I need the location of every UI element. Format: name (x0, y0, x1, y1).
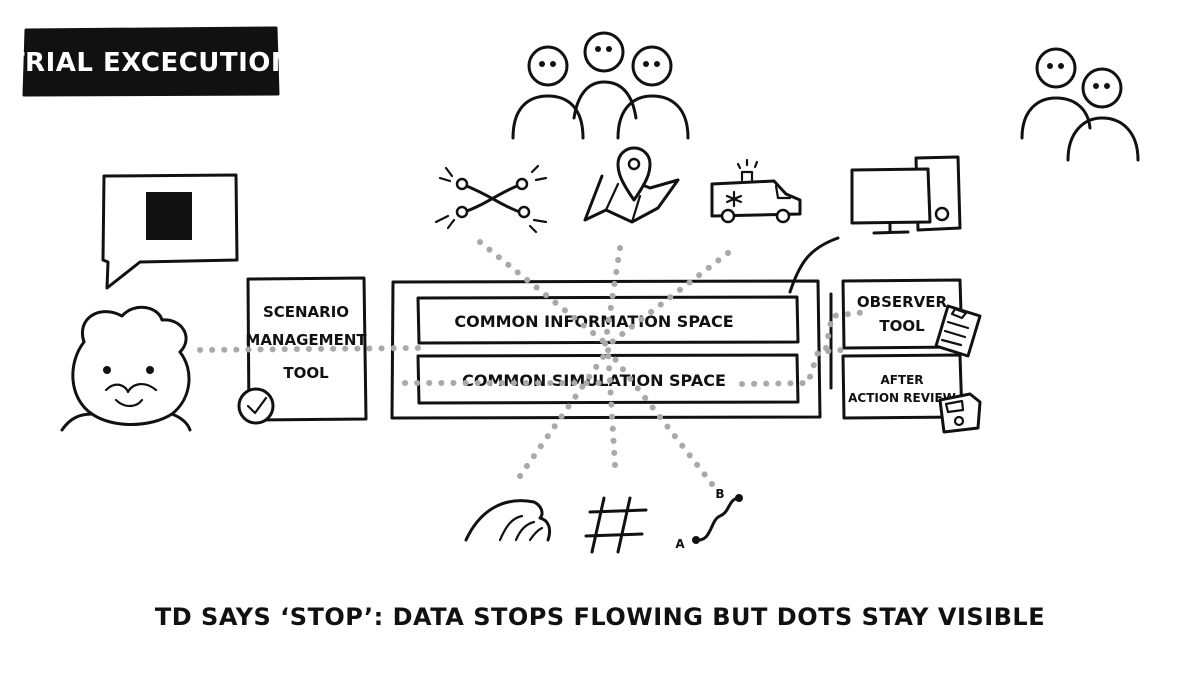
common-simulation-space-box (416, 353, 800, 405)
route-icon: A B (675, 487, 743, 551)
common-information-space-label: COMMON INFORMATION SPACE (454, 312, 733, 331)
dots-wave-to-center (517, 347, 611, 479)
dots-map-to-center (602, 245, 623, 348)
outer-spaces-box (390, 279, 822, 420)
stop-square-icon (146, 192, 192, 240)
people-pair-icon (1020, 47, 1140, 162)
dots-route-to-center (605, 347, 715, 487)
observer-tool-label-2: TOOL (879, 317, 925, 335)
dots-observer-inner (823, 309, 869, 351)
title-badge: TRIAL EXCECUTION (7, 26, 293, 97)
data-flow-dots (197, 239, 869, 487)
clock-icon (237, 387, 275, 425)
wave-icon (464, 499, 552, 542)
scenario-management-label-2: MANAGEMENT (245, 331, 367, 349)
speech-bubble-icon (101, 173, 239, 290)
person-avatar-icon (60, 305, 192, 432)
observer-tool-label-1: OBSERVER (857, 293, 948, 311)
monitor-icon (850, 155, 962, 235)
scenario-management-label-1: SCENARIO (263, 303, 349, 321)
dots-ambulance-to-center (605, 250, 731, 348)
after-action-review-label-2: ACTION REVIEW (848, 391, 956, 405)
scenario-management-label-3: TOOL (283, 364, 329, 382)
scenario-management-box (246, 276, 368, 422)
hashtag-icon (584, 496, 648, 554)
dots-hashtag-to-center (605, 347, 618, 468)
clipboard-icon (934, 304, 982, 358)
network-icon (434, 164, 548, 234)
route-end-label: B (715, 487, 724, 501)
route-start-label: A (675, 537, 685, 551)
observer-group-icon (511, 31, 690, 140)
dots-simulation-to-observer (739, 347, 845, 387)
ambulance-icon (710, 158, 802, 224)
title-text: TRIAL EXCECUTION (7, 48, 293, 78)
floppy-disk-icon (938, 392, 982, 434)
caption-text: TD SAYS ‘STOP’: DATA STOPS FLOWING BUT D… (155, 603, 1045, 631)
dots-network-to-center (477, 239, 611, 348)
dots-person-to-spaces (197, 345, 423, 353)
monitor-cable (788, 236, 840, 294)
after-action-review-label-1: AFTER (880, 373, 923, 387)
map-pin-icon (583, 146, 680, 224)
